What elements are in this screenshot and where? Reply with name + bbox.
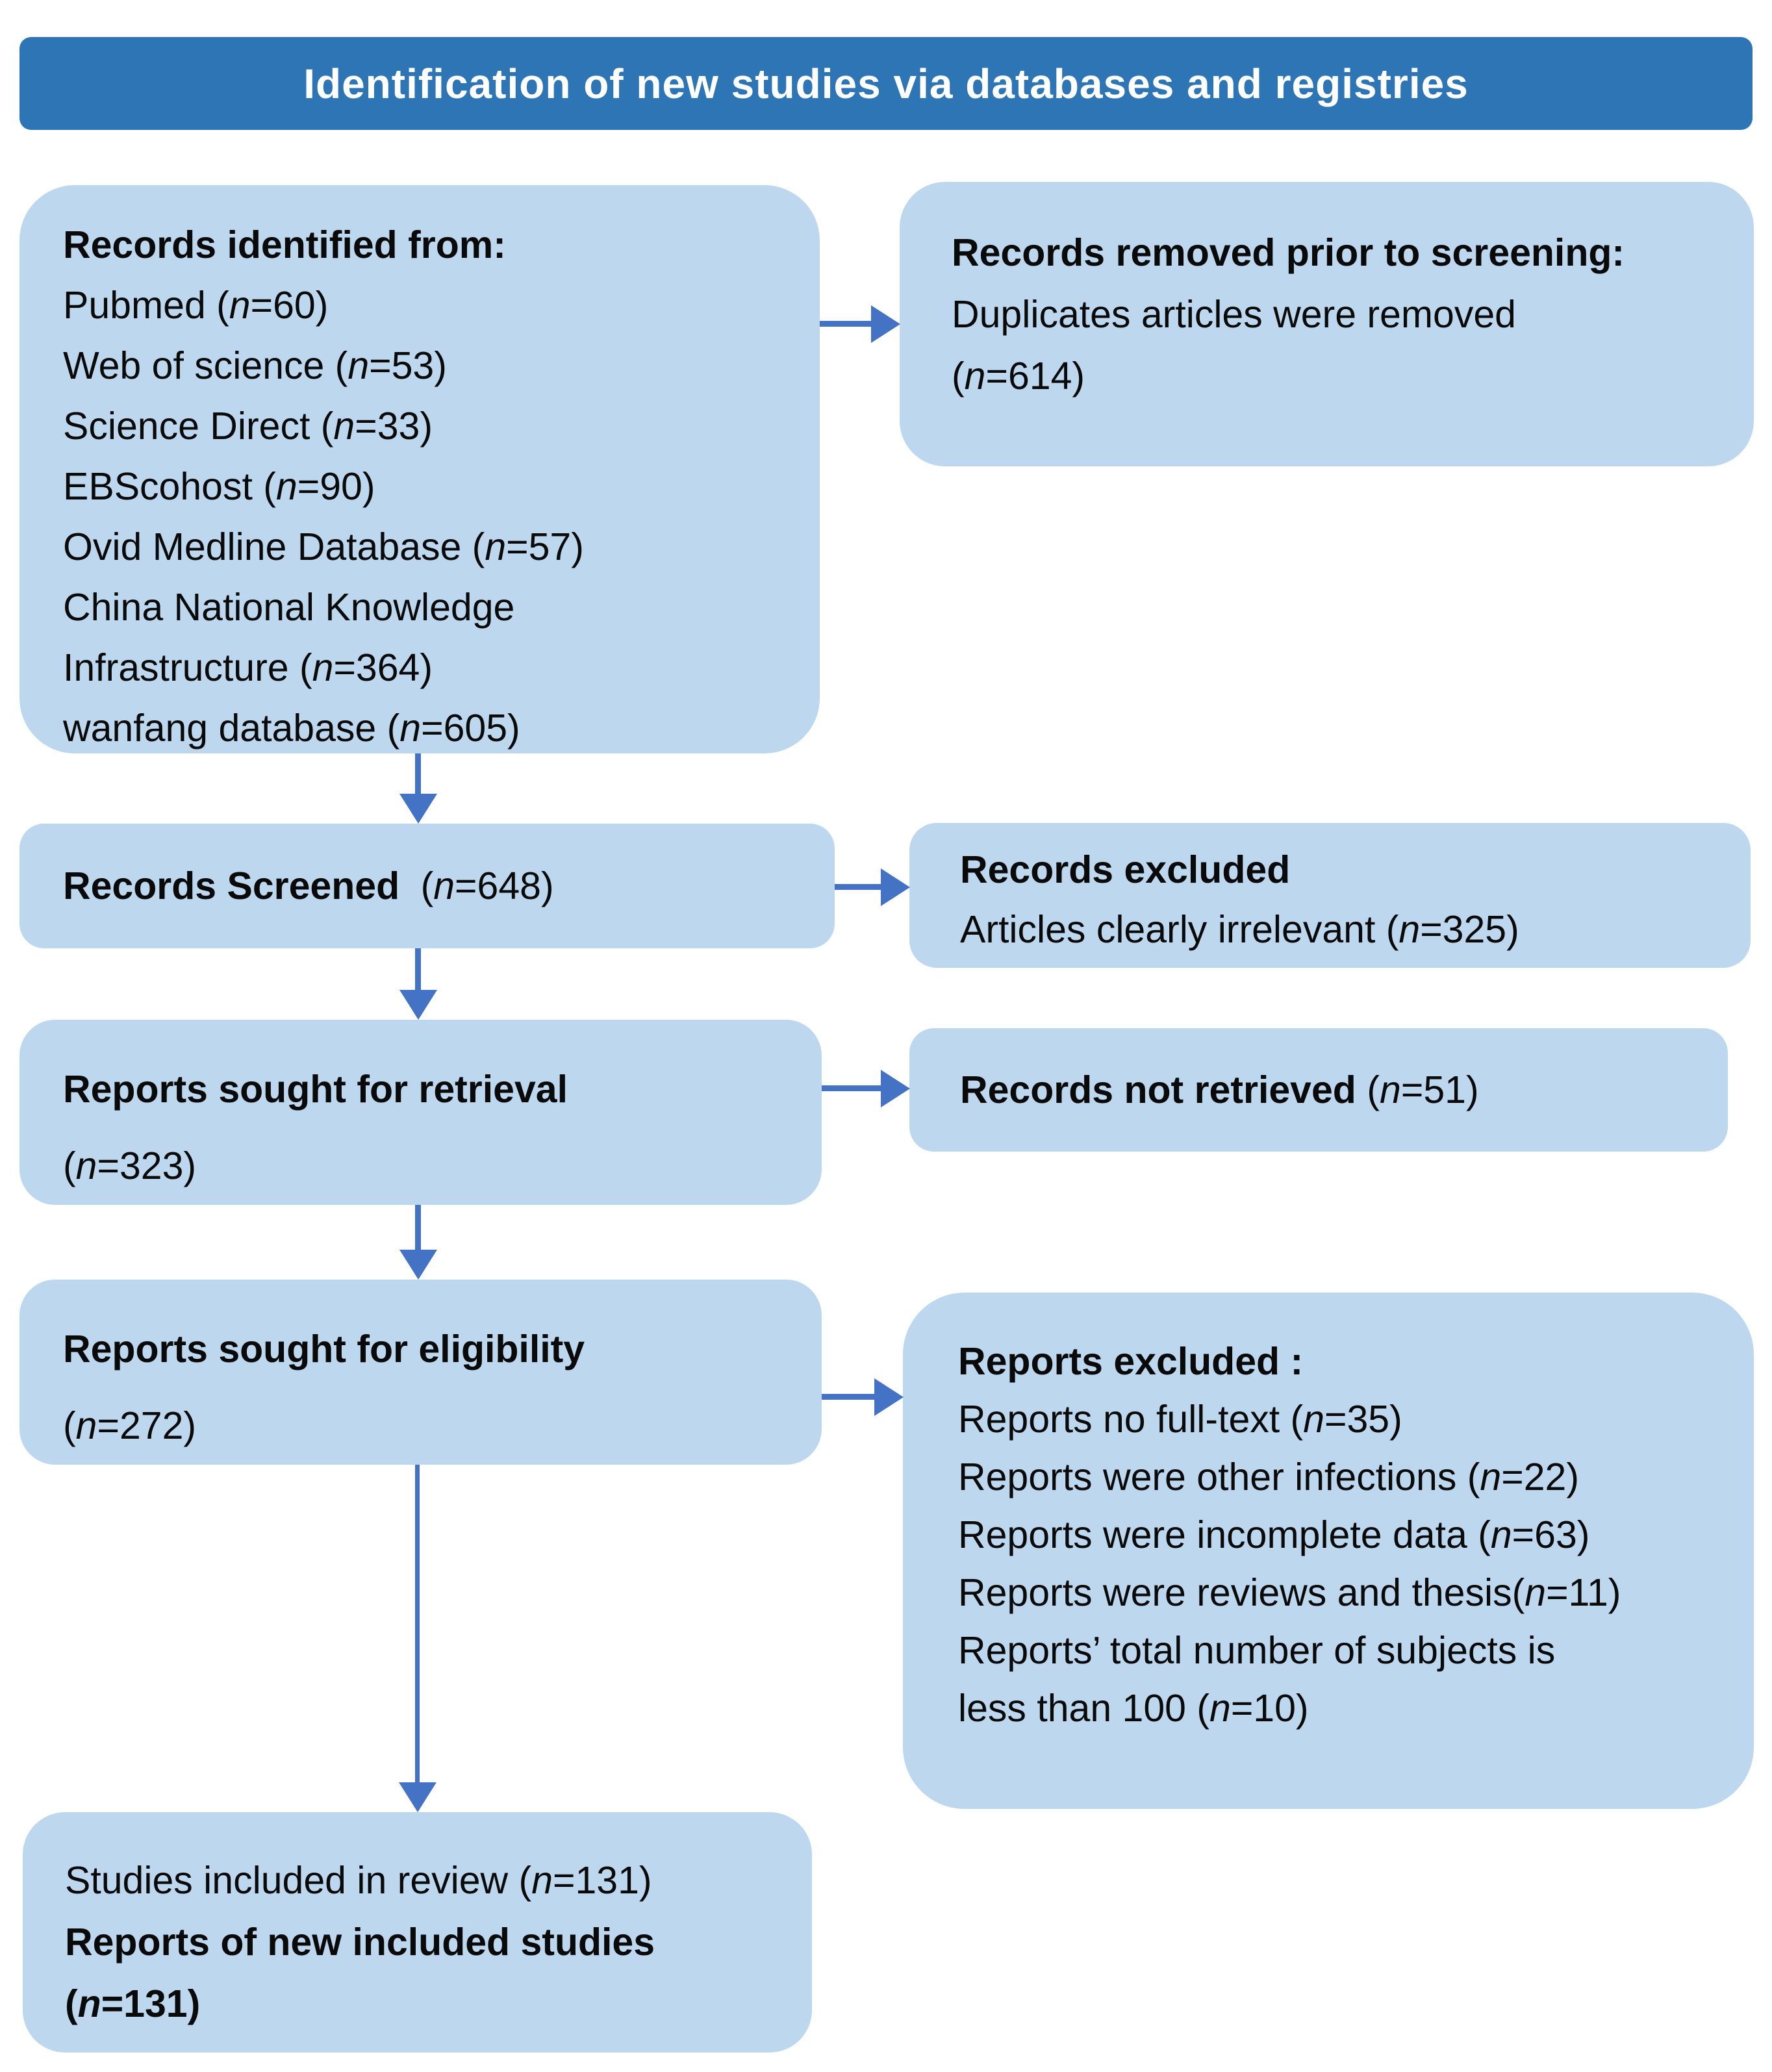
arrow-screened-to-excluded — [835, 884, 881, 890]
source-cnki-line1: China National Knowledge — [63, 586, 515, 629]
source-pubmed: Pubmed (n=60) — [63, 284, 329, 327]
reports-eligibility-label: Reports sought for eligibility — [63, 1328, 585, 1371]
reports-retrieval-label: Reports sought for retrieval — [63, 1068, 568, 1111]
reports-excluded-title: Reports excluded : — [958, 1340, 1304, 1383]
source-science-direct: Science Direct (n=33) — [63, 405, 433, 448]
records-not-retrieved-label: Records not retrieved — [960, 1068, 1356, 1111]
excluded-subjects-line2: less than 100 (n=10) — [958, 1687, 1309, 1730]
excluded-no-fulltext: Reports no full-text (n=35) — [958, 1398, 1402, 1441]
arrow-eligibility-to-reports-excluded — [822, 1394, 874, 1400]
diagram-header-banner: Identification of new studies via databa… — [19, 37, 1753, 130]
records-removed-title: Records removed prior to screening: — [952, 231, 1625, 274]
records-screened-count: (n=648) — [420, 865, 554, 907]
box-records-screened: Records Screened (n=648) — [19, 824, 835, 948]
excluded-other-infections: Reports were other infections (n=22) — [958, 1456, 1579, 1498]
excluded-subjects-line1: Reports’ total number of subjects is — [958, 1629, 1556, 1672]
arrow-retrieval-to-not-retrieved — [822, 1085, 881, 1091]
excluded-incomplete-data: Reports were incomplete data (n=63) — [958, 1513, 1590, 1556]
records-screened-label: Records Screened — [63, 865, 400, 907]
records-identified-title: Records identified from: — [63, 223, 506, 266]
box-records-removed: Records removed prior to screening: Dupl… — [900, 182, 1754, 466]
arrow-retrieval-to-eligibility — [415, 1205, 421, 1250]
box-records-identified: Records identified from: Pubmed (n=60) W… — [19, 185, 820, 753]
records-excluded-reason: Articles clearly irrelevant (n=325) — [960, 908, 1519, 951]
box-reports-sought-eligibility: Reports sought for eligibility (n=272) — [19, 1280, 822, 1465]
source-ebscohost: EBScohost (n=90) — [63, 465, 375, 508]
box-reports-excluded: Reports excluded : Reports no full-text … — [903, 1293, 1754, 1809]
source-wanfang: wanfang database (n=605) — [63, 707, 520, 750]
source-cnki-line2: Infrastructure (n=364) — [63, 646, 433, 689]
duplicates-removed-line: Duplicates articles were removed — [952, 293, 1516, 336]
diagram-title: Identification of new studies via databa… — [303, 60, 1469, 107]
duplicates-removed-count: (n=614) — [952, 355, 1085, 398]
arrow-identified-to-removed — [820, 321, 871, 327]
excluded-reviews-thesis: Reports were reviews and thesis(n=11) — [958, 1571, 1621, 1614]
box-records-excluded: Records excluded Articles clearly irrele… — [909, 823, 1751, 968]
reports-retrieval-count: (n=323) — [63, 1144, 197, 1187]
box-records-not-retrieved: Records not retrieved (n=51) — [909, 1028, 1728, 1152]
studies-included-line: Studies included in review (n=131) — [65, 1859, 652, 1902]
box-studies-included: Studies included in review (n=131) Repor… — [23, 1812, 812, 2053]
box-reports-sought-retrieval: Reports sought for retrieval (n=323) — [19, 1020, 822, 1205]
reports-eligibility-count: (n=272) — [63, 1404, 197, 1447]
records-not-retrieved-count: (n=51) — [1367, 1068, 1479, 1111]
source-web-of-science: Web of science (n=53) — [63, 344, 447, 387]
arrow-eligibility-to-included — [415, 1465, 420, 1782]
reports-included-count: (n=131) — [65, 1982, 201, 2025]
arrow-screened-to-retrieval — [415, 948, 421, 990]
reports-included-line: Reports of new included studies — [65, 1921, 655, 1964]
records-excluded-title: Records excluded — [960, 848, 1291, 891]
arrow-identified-to-screened — [415, 753, 421, 794]
source-ovid-medline: Ovid Medline Database (n=57) — [63, 525, 584, 568]
